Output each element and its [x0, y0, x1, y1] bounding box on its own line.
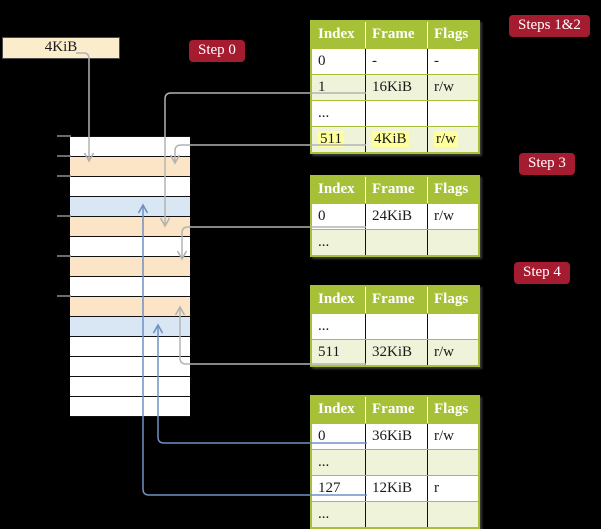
table-cell: 16KiB — [365, 75, 427, 100]
table-row: ... — [312, 100, 478, 126]
table-cell: - — [365, 49, 427, 74]
table-header-index: Index — [312, 177, 365, 203]
table-cell — [427, 230, 478, 255]
memory-row-10-blue — [70, 317, 190, 337]
memory-row-4-blue — [70, 197, 190, 217]
table-cell: ... — [318, 318, 330, 334]
table-cell: r/w — [427, 204, 478, 229]
steps-1-2-badge: Steps 1&2 — [509, 15, 590, 37]
table-cell: 127 — [318, 480, 341, 496]
memory-row-11-white — [70, 337, 190, 357]
table-row: ... — [312, 449, 478, 475]
table-cell: ... — [318, 234, 330, 250]
table-header-index: Index — [312, 397, 365, 423]
memory-row-7-peach — [70, 257, 190, 277]
memory-row-8-white — [70, 277, 190, 297]
table-cell: r/w — [427, 424, 478, 449]
table-header-flags: Flags — [427, 22, 478, 48]
table-cell: 511 — [312, 127, 365, 152]
table-cell — [427, 101, 478, 126]
table-header-flags: Flags — [427, 397, 478, 423]
table-cell: 4KiB — [365, 127, 427, 152]
table-cell — [427, 450, 478, 475]
table-cell: r/w — [427, 75, 478, 100]
table-header-frame: Frame — [365, 287, 427, 313]
table-header-flags: Flags — [427, 177, 478, 203]
table-header-frame: Frame — [365, 177, 427, 203]
table-cell — [427, 502, 478, 527]
step-4-badge: Step 4 — [514, 262, 570, 284]
memory-row-5-peach — [70, 217, 190, 237]
table-header-frame: Frame — [365, 397, 427, 423]
table-cell: 12KiB — [365, 476, 427, 501]
table-cell: 32KiB — [365, 340, 427, 365]
memory-row-1-white — [70, 137, 190, 157]
table-cell: 36KiB — [365, 424, 427, 449]
table-row: 511 4KiB r/w — [312, 126, 478, 152]
memory-row-13-white — [70, 377, 190, 397]
table-header-index: Index — [312, 22, 365, 48]
memory-row-3-white — [70, 177, 190, 197]
table-cell: 0 — [318, 208, 326, 224]
memory-row-2-peach — [70, 157, 190, 177]
table-cell: ... — [318, 506, 330, 522]
table-cell: 24KiB — [365, 204, 427, 229]
step-0-badge: Step 0 — [189, 40, 245, 62]
table-cell: 1 — [318, 79, 326, 95]
table-row: ... — [312, 313, 478, 339]
table-cell — [365, 230, 427, 255]
table-row: 0 -- — [312, 48, 478, 74]
table-header-flags: Flags — [427, 287, 478, 313]
table-cell: r/w — [427, 127, 478, 152]
table-cell: 0 — [318, 428, 326, 444]
table-cell: 511 — [318, 344, 340, 360]
table-cell: r — [427, 476, 478, 501]
step-3-badge: Step 3 — [519, 153, 575, 175]
table-row: ... — [312, 501, 478, 527]
table-cell — [365, 314, 427, 339]
table-cell: ... — [318, 105, 330, 121]
table-cell — [365, 450, 427, 475]
highlighted-value: 4KiB — [372, 131, 409, 147]
table-cell: 0 — [318, 53, 326, 69]
memory-row-6-white — [70, 237, 190, 257]
page-table-base-register-box: 4KiB — [2, 37, 120, 59]
highlighted-value: 511 — [318, 131, 344, 147]
table-cell: ... — [318, 454, 330, 470]
table-header-index: Index — [312, 287, 365, 313]
memory-row-14-white — [70, 397, 190, 417]
memory-row-12-white — [70, 357, 190, 377]
table-cell: - — [427, 49, 478, 74]
table-row: ... — [312, 229, 478, 255]
memory-row-9-peach — [70, 297, 190, 317]
table-cell — [427, 314, 478, 339]
table-cell: r/w — [427, 340, 478, 365]
table-cell — [365, 502, 427, 527]
table-header-frame: Frame — [365, 22, 427, 48]
table-cell — [365, 101, 427, 126]
highlighted-value: r/w — [434, 131, 458, 147]
memory-tick-marks — [57, 135, 71, 297]
physical-memory-column — [70, 136, 190, 417]
